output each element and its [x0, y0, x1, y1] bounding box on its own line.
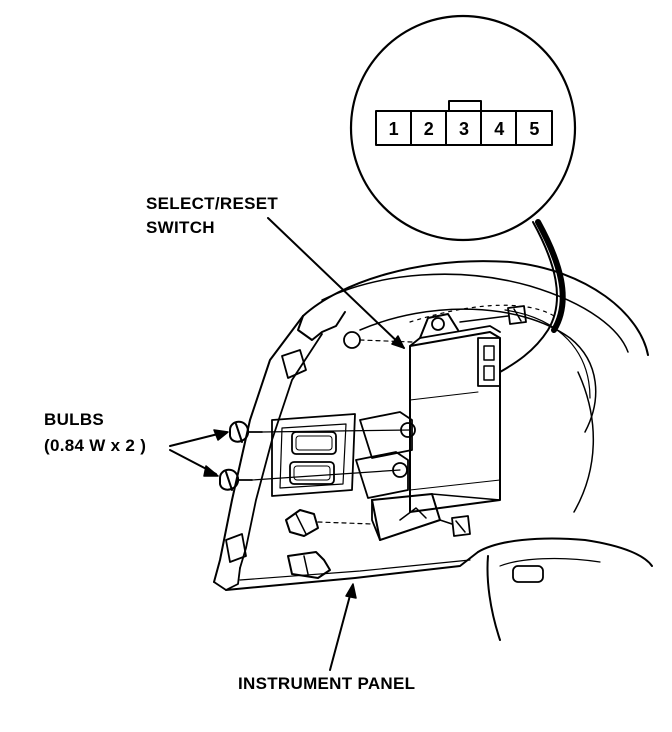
lower-screw [439, 515, 471, 537]
switch-label-line2: SWITCH [146, 218, 215, 237]
upper-screw [459, 305, 527, 325]
switch-leader-arrow [267, 217, 405, 349]
bottom-clip [287, 551, 331, 579]
bulbs-label-line2: (0.84 W x 2 ) [44, 436, 147, 455]
panel-leader-arrow [329, 583, 357, 671]
connector-detail: 1 2 3 4 5 [349, 14, 577, 242]
bulbs-label-line1: BULBS [44, 410, 105, 429]
adjust-knob [285, 509, 373, 537]
left-clip [343, 331, 413, 349]
bulb-window-frame [271, 413, 356, 497]
select-reset-switch-assembly [355, 313, 501, 541]
connector-pin-4: 4 [494, 119, 504, 139]
harness-wire [499, 219, 566, 373]
bulb-leader-arrows [169, 429, 229, 477]
connector-pin-3: 3 [459, 119, 469, 139]
connector-pin-2: 2 [424, 119, 434, 139]
connector-pin-5: 5 [529, 119, 539, 139]
connector-pin-1: 1 [389, 119, 399, 139]
instrument-panel-label: INSTRUMENT PANEL [238, 674, 416, 693]
switch-label-line1: SELECT/RESET [146, 194, 279, 213]
bulb-lower [219, 468, 401, 491]
instrument-panel-outline [213, 260, 653, 641]
bulb-upper [229, 420, 411, 443]
